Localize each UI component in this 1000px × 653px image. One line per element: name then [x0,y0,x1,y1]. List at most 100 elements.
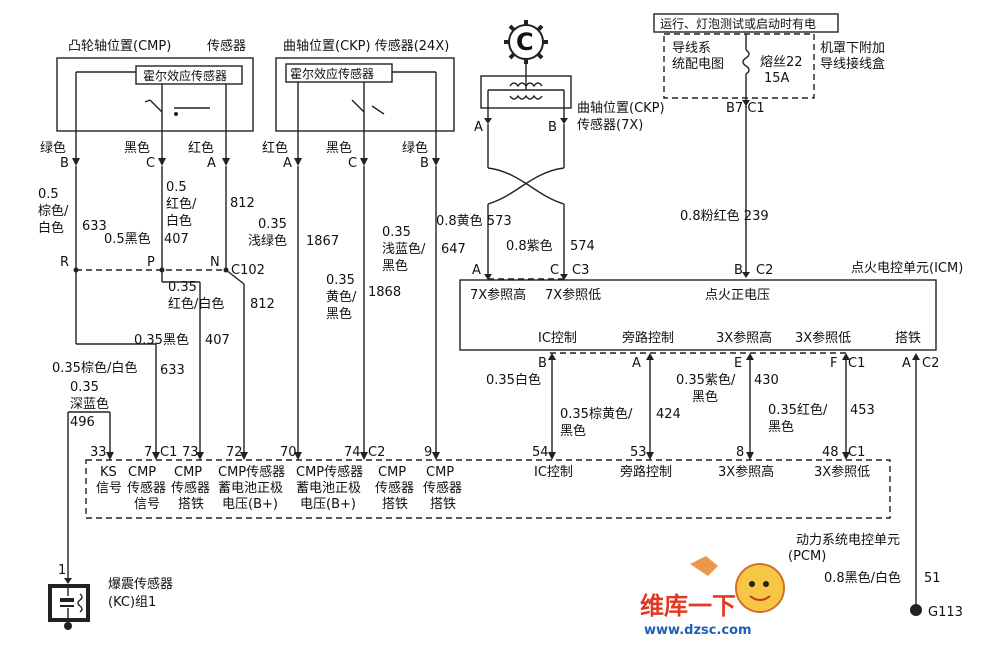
watermark-text1: 维库一下 [640,592,736,620]
icm-conn-c2: C2 [756,263,773,278]
w-ic-label: 0.35白色 [486,372,541,388]
icm-conn-c1: C1 [848,356,865,371]
pcm-label-bypass: 旁路控制 [620,464,672,480]
icm-conn-c3: C3 [572,263,589,278]
pcm-pin-9: 9 [424,445,432,460]
pcm-pin-72: 72 [226,445,243,460]
ckp24-pin-b: B [420,156,429,171]
pcm-module: 33 7 C1 73 72 70 74 C2 9 54 53 8 48 C1 K… [85,445,941,586]
icm-conn-c2-bottom: C2 [922,356,939,371]
pcm-label-cmp-ground-2: CMP 传感器 搭铁 [375,465,414,512]
icm-label-7xhigh: 7X参照高 [470,287,526,303]
cmp-pin-a: A [207,156,216,171]
junction-label-2: 导线接线盒 [820,56,885,72]
icm-pin-a-ground: A [902,356,911,371]
icm-pin-c: C [550,263,559,278]
w496-label-1: 0.35 [70,380,99,395]
svg-text:CMP传感器: CMP传感器 [296,464,363,480]
pcm-label-cmp-bplus-2: CMP传感器 蓄电池正极 电压(B+) [296,464,363,512]
knock-title-2: (KC)组1 [108,595,156,610]
w1868-label-1: 0.35 [326,273,355,288]
w647-label-1: 0.35 [382,225,411,240]
icm-label-ic: IC控制 [538,331,577,346]
ground-label: G113 [928,605,963,620]
ckp7-pin-b: B [548,120,557,135]
power-note-box [653,13,839,33]
w407-label-3: 白色 [166,213,192,229]
ckp24-hall-box [285,63,393,83]
w1868-label-3: 黑色 [326,306,352,322]
w453-label-1: 0.35红色/ [768,402,828,418]
svg-text:CMP传感器: CMP传感器 [218,464,285,480]
power-source: 运行、灯泡测试或启动时有电 导线系 统配电图 熔丝22 15A 机罩下附加 导线… [653,13,885,278]
fuse-block-box [663,33,815,99]
ckp7-title-2: 传感器(7X) [577,117,643,133]
pcm-conn-c2: C2 [368,445,385,460]
pcm-pin-48: 48 [822,445,839,460]
svg-text:电压(B+): 电压(B+) [300,497,356,512]
w633-label-2: 棕色/ [38,203,69,219]
gear-icon: C [504,20,548,64]
ground-icon [910,604,922,616]
w1868-number: 1868 [368,285,401,300]
knock-sensor: 1 爆震传感器 (KC)组1 [48,563,173,630]
pcm-pin-7: 7 [144,445,152,460]
pcm-pin-54: 54 [532,445,549,460]
svg-text:搭铁: 搭铁 [430,496,456,512]
w1867-label-1: 0.35 [258,217,287,232]
knock-sensor-box [48,584,90,622]
w647-label-3: 黑色 [382,258,408,274]
w51-label: 0.8黑色/白色 [824,570,901,586]
knock-pin: 1 [58,563,66,578]
svg-text:CMP: CMP [426,465,454,480]
w812-number: 812 [230,196,255,211]
cmp-hall-box [135,65,243,85]
svg-text:传感器: 传感器 [127,480,166,496]
ckp24-sensor-box [275,57,455,132]
svg-text:KS: KS [100,465,117,480]
w812b-label-1: 0.35 [168,280,197,295]
icm-box [459,279,937,351]
splice-pin-n: N [210,255,220,270]
connector-arrows [72,158,440,166]
wiring-label-1: 导线系 [672,41,711,56]
w424-label-1: 0.35棕黄色/ [560,406,633,422]
cmp-hall-label: 霍尔效应传感器 [143,68,227,83]
svg-text:搭铁: 搭铁 [178,496,204,512]
w647-label-2: 浅蓝色/ [382,241,426,257]
ckp24-title: 曲轴位置(CKP) 传感器(24X) [283,38,449,54]
ckp24-pin-c: C [348,156,357,171]
pcm-pin-74: 74 [344,445,361,460]
w407b-label: 0.35黑色 [134,332,189,348]
svg-text:CMP: CMP [378,465,406,480]
w812b-label-2: 红色/白色 [168,296,224,312]
w574-label: 0.8紫色 [506,238,553,254]
w496-label-2: 深蓝色 [70,396,109,412]
pcm-label-cmp-ground: CMP 传感器 搭铁 [171,465,210,512]
sensor-pin-labels: 绿色 黑色 红色 B C A 红色 黑色 绿色 A C B [40,140,429,171]
splice-pin-p: P [147,255,155,270]
pcm-pin-8: 8 [736,445,744,460]
w1868-label-2: 黄色/ [326,289,357,305]
svg-text:搭铁: 搭铁 [382,496,408,512]
pcm-label-ks: KS 信号 [96,465,122,496]
cmp-pin-color-b: 绿色 [40,140,66,156]
w430-label-1: 0.35紫色/ [676,372,736,388]
icm-label-ign: 点火正电压 [705,288,770,303]
cmp-sensor: 凸轮轴位置(CMP) 传感器 霍尔效应传感器 [56,38,254,160]
pcm-pin-70: 70 [280,445,297,460]
icm-pin-b-bottom: B [538,356,547,371]
ground-g113: G113 [910,604,963,620]
pcm-box [85,459,891,519]
cmp-pin-b: B [60,156,69,171]
svg-text:蓄电池正极: 蓄电池正极 [296,481,361,496]
w453-number: 453 [850,403,875,418]
svg-text:电压(B+): 电压(B+) [222,497,278,512]
svg-text:传感器: 传感器 [171,480,210,496]
w1867-number: 1867 [306,234,339,249]
w407-label-1: 0.5 [166,180,187,195]
w633b-label: 0.35棕色/白色 [52,360,137,376]
pcm-conn-c1-right: C1 [848,445,865,460]
watermark-logo: 维库一下 www.dzsc.com [640,556,785,638]
svg-text:C: C [516,28,534,56]
